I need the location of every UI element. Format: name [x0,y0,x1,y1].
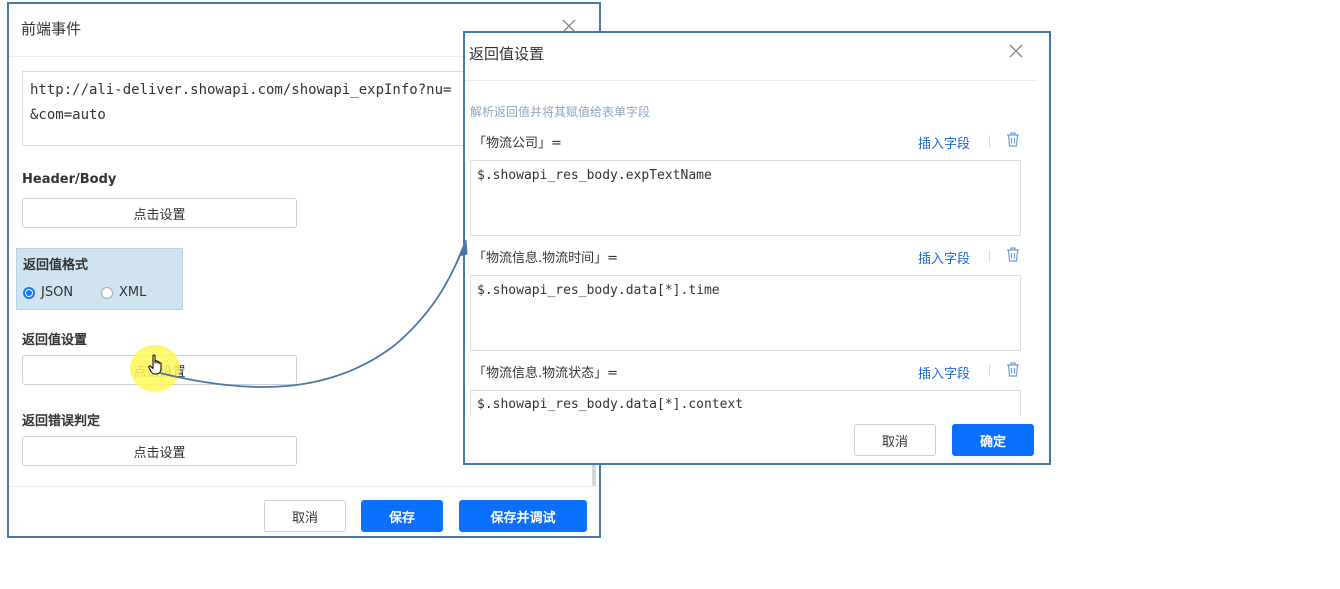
dialog-title: 返回值设置 [469,45,545,63]
confirm-button[interactable]: 确定 [952,424,1034,456]
separator [989,250,990,262]
format-option-json: JSON [41,285,74,300]
save-and-debug-button[interactable]: 保存并调试 [459,500,587,532]
hint-text: 解析返回值并将其赋值给表单字段 [470,105,651,119]
field-label: 「物流信息.物流时间」= [473,251,619,266]
error-judgement-button[interactable]: 点击设置 [22,436,297,466]
field-label: 「物流公司」= [473,136,562,151]
return-settings-label: 返回值设置 [22,333,88,348]
insert-field-link[interactable]: 插入字段 [918,137,971,152]
cancel-button[interactable]: 取消 [264,500,346,532]
title-divider [9,56,599,57]
trash-icon[interactable] [1005,246,1021,263]
dialog-title: 前端事件 [21,20,82,38]
close-icon[interactable] [561,18,579,36]
url-input[interactable]: http://ali-deliver.showapi.com/showapi_e… [22,71,622,146]
expression-input[interactable]: $.showapi_res_body.data[*].time [470,275,1021,351]
trash-icon[interactable] [1005,131,1021,148]
return-format-section: 返回值格式 JSON XML [16,248,183,310]
scrollbar[interactable] [592,464,596,486]
header-body-label: Header/Body [22,172,117,187]
format-radio-xml[interactable]: XML [101,285,146,300]
expression-input[interactable]: $.showapi_res_body.data[*].context [470,390,1021,416]
separator [989,135,990,147]
radio-checked-icon [23,286,35,299]
cancel-button[interactable]: 取消 [854,424,936,456]
field-label: 「物流信息.物流状态」= [473,366,619,381]
footer-divider [9,486,599,487]
separator [989,365,990,377]
close-icon[interactable] [1008,43,1026,61]
format-option-xml: XML [119,285,147,300]
expression-input[interactable]: $.showapi_res_body.expTextName [470,160,1021,236]
title-divider [465,80,1037,81]
error-judgement-label: 返回错误判定 [22,414,101,429]
format-radio-json[interactable]: JSON [23,285,73,300]
return-format-label: 返回值格式 [23,258,89,273]
insert-field-link[interactable]: 插入字段 [918,367,971,382]
hand-cursor-icon [148,354,164,380]
return-value-settings-dialog: 返回值设置 解析返回值并将其赋值给表单字段 「物流公司」= 插入字段 $.sho… [463,31,1051,465]
radio-unchecked-icon [101,286,113,299]
trash-icon[interactable] [1005,361,1021,378]
header-body-setting-button[interactable]: 点击设置 [22,198,297,228]
insert-field-link[interactable]: 插入字段 [918,252,971,267]
save-button[interactable]: 保存 [361,500,443,532]
